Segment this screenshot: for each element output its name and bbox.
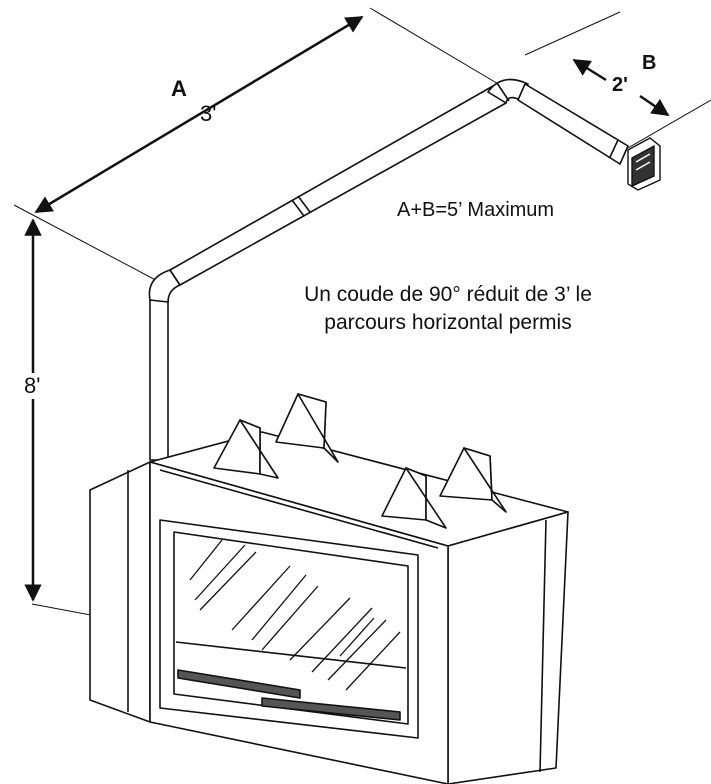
dimension-arrow-b-right (639, 94, 670, 117)
dimension-height: 8' (24, 373, 41, 399)
dimension-arrow-b-left (572, 58, 607, 82)
vent-pipe (148, 78, 629, 461)
standoff-brackets (213, 393, 507, 529)
elbow-note-line-2: parcours horizontal permis (324, 311, 572, 334)
max-length-formula: A+B=5’ Maximum (397, 199, 555, 221)
elbow-note-line-1: Un coude de 90° réduit de 3’ le (304, 283, 592, 306)
dimension-a-letter: A (171, 76, 187, 101)
vent-termination-icon (627, 137, 661, 191)
glass-reflection-lines (189, 539, 401, 691)
dimension-b-letter: B (642, 52, 657, 74)
fireplace-icon (89, 431, 569, 784)
dimension-arrow-a (34, 15, 364, 214)
dimension-b-length: 2' (612, 74, 628, 96)
dimension-a-length: 3' (200, 101, 217, 126)
elbow-note: Un coude de 90° réduit de 3’ le parcours… (258, 281, 638, 337)
dimension-arrows (24, 15, 670, 602)
